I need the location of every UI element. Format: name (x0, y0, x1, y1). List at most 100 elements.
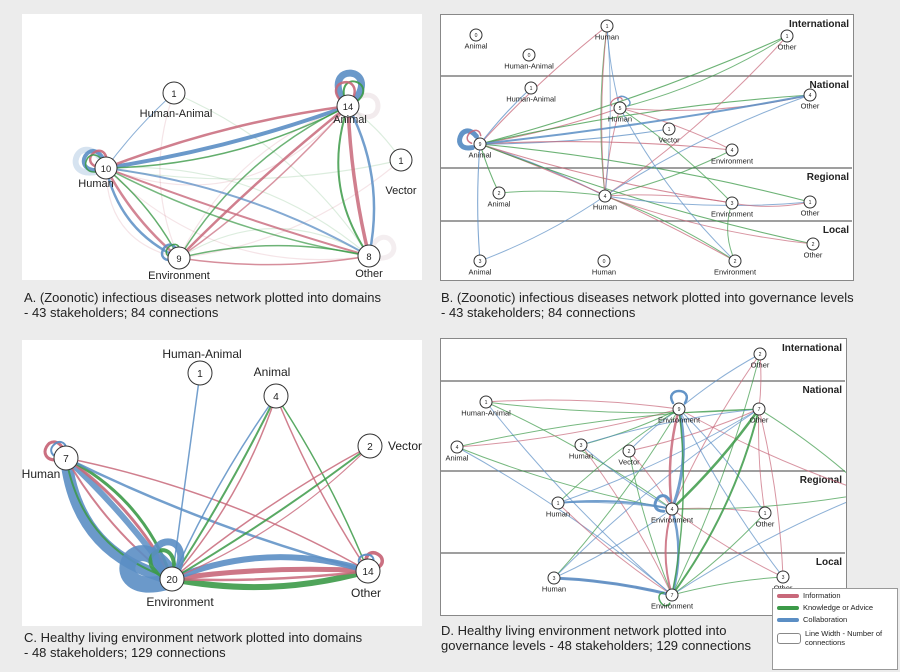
edge (552, 576, 674, 597)
panel-d-caption-line1: D. Healthy living environment network pl… (441, 623, 727, 638)
node-circle (780, 29, 794, 43)
self-loop-edge (43, 440, 66, 462)
edge-type-legend: Information Knowledge or Advice Collabor… (772, 588, 898, 670)
node-count: 4 (809, 93, 812, 99)
node-count: 1 (171, 89, 176, 99)
panel-c-edges (43, 372, 384, 593)
edge (479, 140, 733, 151)
node-count: 20 (166, 575, 178, 586)
edge (105, 167, 180, 259)
edge (678, 408, 846, 486)
node-label: Other (751, 361, 770, 370)
panel-a-caption-line1: A. (Zoonotic) infectious diseases networ… (24, 290, 381, 305)
edge (275, 395, 369, 572)
edge (731, 201, 811, 207)
self-loop-edge (658, 592, 671, 607)
node-circle (159, 566, 185, 592)
legend-collaboration-label: Collaboration (803, 615, 848, 624)
edge (628, 450, 673, 510)
node-circle (672, 402, 686, 416)
node-label: Other (351, 586, 381, 600)
self-loop-edge (457, 128, 479, 151)
node-count: 2 (498, 191, 501, 197)
node-label: Other (801, 102, 820, 111)
self-loop-edge (151, 538, 185, 578)
node-circle (389, 148, 413, 172)
edge (64, 456, 370, 573)
edge (678, 353, 761, 410)
edge (104, 104, 350, 170)
node-label: Animal (488, 200, 511, 209)
edge (178, 255, 370, 266)
edge (557, 502, 673, 596)
legend-line-width-label: Line Width - Number of connections (805, 629, 882, 647)
node-count: 14 (343, 102, 353, 112)
node-circle (524, 81, 538, 95)
node-label: Human (569, 452, 593, 461)
node-count: 8 (366, 252, 371, 262)
edge (628, 450, 673, 596)
self-loop-edge (364, 551, 384, 571)
legend-information-swatch (777, 593, 799, 598)
node-count: 3 (782, 575, 785, 581)
self-loop-edge (84, 154, 104, 173)
node-label: Human (78, 178, 113, 190)
edge (105, 105, 349, 186)
edge (479, 87, 532, 145)
node-circle (598, 189, 612, 203)
node-circle (547, 571, 561, 585)
node-count: 3 (553, 576, 556, 582)
edge (557, 408, 760, 504)
node-count: 4 (604, 194, 607, 200)
node-label: Human-Animal (504, 62, 554, 71)
edge (604, 35, 788, 197)
node-label: Animal (333, 114, 367, 126)
edge (580, 444, 673, 510)
edge (485, 399, 680, 410)
node-count: 10 (101, 164, 111, 174)
edge (346, 104, 376, 258)
node-circle (803, 88, 817, 102)
node-circle (622, 444, 636, 458)
node-circle (574, 438, 588, 452)
edge (171, 395, 277, 580)
edge (479, 143, 733, 204)
edge (604, 25, 611, 197)
self-loop-edge (466, 129, 482, 145)
edge (557, 408, 680, 504)
node-circle (336, 94, 360, 118)
node-label: Vector (618, 458, 640, 467)
node-label: Human (593, 203, 617, 212)
level-label-national: National (803, 385, 843, 396)
edge (671, 496, 846, 510)
edge (604, 149, 733, 197)
panel-b-caption: B. (Zoonotic) infectious diseases networ… (441, 290, 854, 320)
node-count: 2 (759, 352, 762, 358)
node-circle (522, 48, 536, 62)
node-circle (662, 122, 676, 136)
node-label: Human-Animal (506, 95, 556, 104)
panel-d-caption: D. Healthy living environment network pl… (441, 623, 751, 653)
edge (456, 408, 760, 448)
